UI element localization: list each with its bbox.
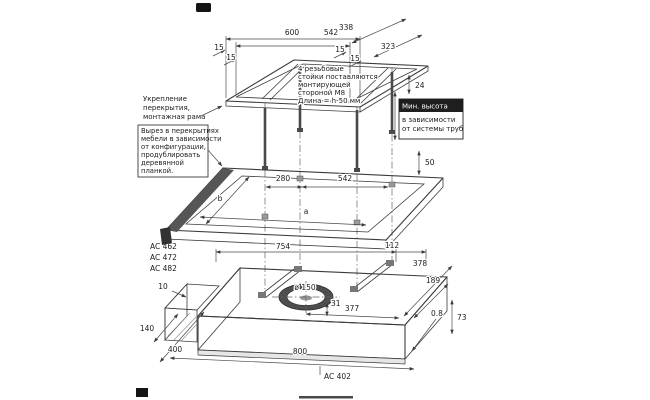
dim-140: 140 — [140, 324, 155, 333]
dim-15-b: 15 — [226, 53, 236, 62]
model-ac482: AC 482 — [150, 264, 177, 273]
ceiling-frame — [160, 167, 444, 250]
crop-artifact — [136, 3, 353, 399]
cutout-line1: Вырез в перекрытиях — [141, 127, 219, 135]
studs-note: 4 резьбовые стойки поставляются монтирую… — [297, 64, 379, 107]
frame-profile-cap — [160, 227, 172, 245]
dim-400: 400 — [168, 345, 183, 354]
dim-50: 50 — [425, 158, 435, 167]
min-height-line2: в зависимости — [402, 116, 455, 124]
cutout-note: Вырез в перекрытиях мебели в зависимости… — [137, 124, 223, 178]
dim-189: 189 — [426, 276, 441, 285]
bracket-foot — [294, 266, 302, 272]
studs-note-line4: стороной M8 — [298, 89, 345, 97]
dim-377: 377 — [345, 304, 360, 313]
min-height-note: Мин. высота в зависимости от системы тру… — [393, 91, 464, 141]
reinforcement-line2: перекрытия, — [143, 104, 190, 112]
dim-754: 754 — [276, 242, 291, 251]
dim-280: 280 — [276, 174, 291, 183]
stud-rod — [390, 72, 394, 130]
stud-nut — [354, 168, 360, 172]
reinforcement-note: Укрепление перекрытия, монтажная рама — [143, 95, 223, 121]
stud-nut — [297, 128, 303, 132]
model-base-label: AC 402 — [324, 372, 351, 381]
dim-b: b — [218, 194, 223, 203]
mounting-frame — [225, 59, 429, 113]
dim-378: 378 — [413, 259, 428, 268]
min-height-line3: от системы труб — [402, 125, 463, 133]
studs-note-line3: монтирующей — [298, 81, 351, 89]
reinforcement-line1: Укрепление — [143, 95, 187, 103]
frame-left-rail — [166, 168, 234, 232]
cutout-line2: мебели в зависимости — [141, 135, 222, 143]
dim-542-top: 542 — [324, 28, 339, 37]
top-frame-dimensions: 600 542 338 323 15 15 15 15 24 — [212, 18, 426, 104]
bracket-foot — [386, 260, 394, 266]
dim-323: 323 — [381, 42, 396, 51]
bracket-foot — [350, 286, 358, 292]
dim-24: 24 — [415, 81, 425, 90]
stud-nut — [389, 130, 395, 134]
bracket-foot — [258, 292, 266, 298]
dim-10: 10 — [158, 282, 168, 291]
dim-338: 338 — [339, 23, 354, 32]
cutout-line6: планкой. — [141, 167, 173, 175]
dim-73: 73 — [457, 313, 467, 322]
model-list: AC 462 AC 472 AC 482 — [150, 242, 177, 273]
min-height-line1: Мин. высота — [402, 103, 448, 111]
model-ac472: AC 472 — [150, 253, 177, 262]
dim-31: 31 — [331, 299, 341, 308]
studs-note-line2: стойки поставляются — [298, 73, 378, 81]
dim-542-mid: 542 — [338, 174, 353, 183]
stud-rod — [263, 108, 267, 166]
ceiling-frame-dimensions: 280 542 50 a b — [199, 150, 436, 227]
dim-15-c: 15 — [335, 45, 345, 54]
dim-duct-diameter: ø 150 — [294, 283, 316, 292]
studs-note-line5: Длина = h-50 мм — [298, 97, 360, 105]
stud-rod — [355, 110, 359, 168]
cutout-line5: деревянной — [141, 159, 184, 167]
dim-15-d: 15 — [350, 54, 360, 63]
model-ac462: AC 462 — [150, 242, 177, 251]
stud-rod — [298, 70, 302, 128]
dim-15-a: 15 — [214, 43, 224, 52]
dim-a: a — [304, 207, 309, 216]
cutout-line4: продублировать — [141, 151, 200, 159]
dim-panel-thickness: 0.8 — [431, 309, 443, 318]
threaded-studs — [262, 64, 395, 296]
reinforcement-line3: монтажная рама — [143, 113, 205, 121]
dim-800: 800 — [293, 347, 308, 356]
dim-112: 112 — [385, 241, 400, 250]
body-dimensions: 754 112 378 189 10 ø 150 31 377 0.8 73 1… — [139, 240, 468, 383]
studs-note-line1: 4 резьбовые — [298, 65, 344, 73]
cutout-line3: от конфигурации, — [141, 143, 206, 151]
stud-nut — [262, 166, 268, 170]
dim-600: 600 — [285, 28, 300, 37]
